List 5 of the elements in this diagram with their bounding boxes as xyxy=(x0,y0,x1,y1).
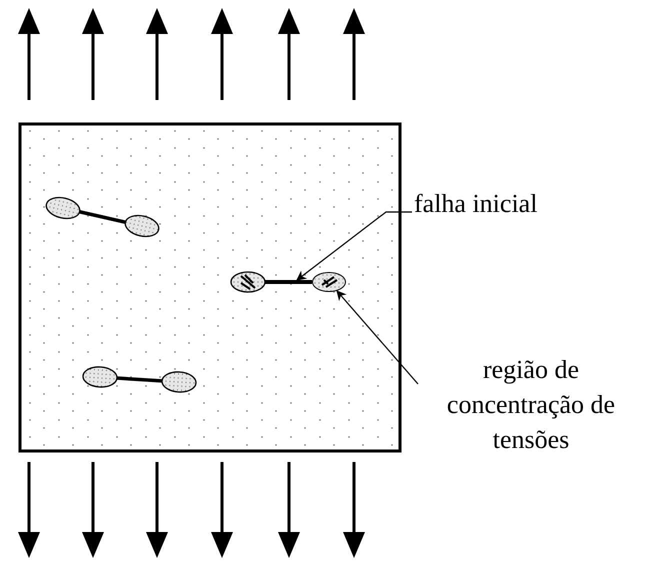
leader-line xyxy=(336,290,418,384)
label-text: região de concentração de tensões xyxy=(418,352,644,457)
leader-line xyxy=(296,211,412,281)
crack xyxy=(265,280,312,284)
label-text: falha inicial xyxy=(414,188,538,219)
